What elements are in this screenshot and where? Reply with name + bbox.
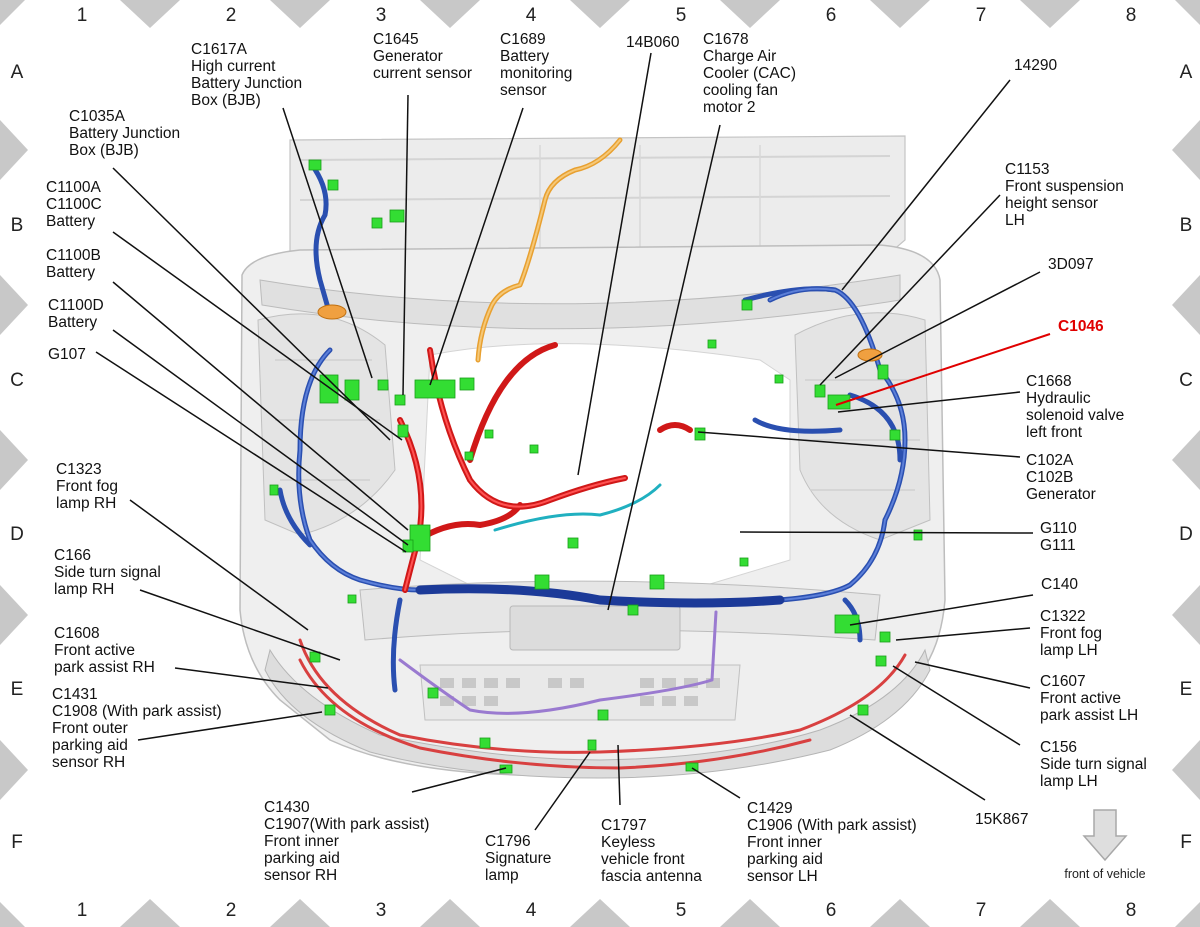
grid-row-d-left: D [10, 524, 24, 545]
label-c1797: C1797 Keyless vehicle front fascia anten… [601, 817, 702, 885]
label-c1153: C1153 Front suspension height sensor LH [1005, 161, 1128, 229]
label-c1323: C1323 Front fog lamp RH [56, 461, 122, 512]
grid-col-7-top: 7 [976, 5, 987, 26]
label-c1046: C1046 [1058, 318, 1104, 335]
grid-row-a-left: A [11, 62, 24, 83]
label-g107: G107 [48, 346, 86, 363]
label-c1608: C1608 Front active park assist RH [54, 625, 155, 676]
label-c1796: C1796 Signature lamp [485, 833, 556, 884]
label-c1431: C1431 C1908 (With park assist) Front out… [52, 686, 226, 771]
label-c140: C140 [1041, 576, 1078, 593]
grid-row-e-left: E [11, 679, 24, 700]
grid-col-7-bottom: 7 [976, 900, 987, 921]
grid-col-1-top: 1 [77, 5, 88, 26]
grid-col-4-bottom: 4 [526, 900, 537, 921]
label-g110: G110 G111 [1040, 520, 1081, 554]
vehicle-body [239, 135, 946, 779]
grid-col-3-top: 3 [376, 5, 387, 26]
label-c1100a: C1100A C1100C Battery [46, 179, 106, 230]
grid-row-e-right: E [1180, 679, 1193, 700]
wiring-harnesses [277, 137, 908, 770]
grid-row-a-right: A [1180, 62, 1193, 83]
grid-col-6-top: 6 [826, 5, 837, 26]
grid-row-c-right: C [1179, 370, 1193, 391]
grid-row-b-right: B [1180, 215, 1193, 236]
label-c1430: C1430 C1907(With park assist) Front inne… [264, 799, 434, 884]
down-arrow-icon [1082, 809, 1128, 862]
grommets [317, 304, 883, 362]
front-of-vehicle-indicator: front of vehicle [1064, 809, 1146, 881]
grid-col-3-bottom: 3 [376, 900, 387, 921]
label-c1429: C1429 C1906 (With park assist) Front inn… [747, 800, 921, 885]
grid-col-2-bottom: 2 [226, 900, 237, 921]
label-c1617a: C1617A High current Battery Junction Box… [191, 41, 306, 109]
grid-row-f-left: F [11, 832, 23, 853]
grid-col-4-top: 4 [526, 5, 537, 26]
grid-col-8-top: 8 [1126, 5, 1137, 26]
label-3d097: 3D097 [1048, 256, 1094, 273]
label-c1689: C1689 Battery monitoring sensor [500, 31, 577, 99]
grid-row-f-right: F [1180, 832, 1192, 853]
c1046-leader-line [835, 333, 1051, 406]
grid-col-6-bottom: 6 [826, 900, 837, 921]
connectors [269, 159, 923, 774]
label-15k867: 15K867 [975, 811, 1028, 828]
label-c166: C166 Side turn signal lamp RH [54, 547, 165, 598]
grid-col-5-top: 5 [676, 5, 687, 26]
label-c1678: C1678 Charge Air Cooler (CAC) cooling fa… [703, 31, 800, 116]
label-c1607: C1607 Front active park assist LH [1040, 673, 1138, 724]
label-c1668: C1668 Hydraulic solenoid valve left fron… [1026, 373, 1129, 441]
grid-col-8-bottom: 8 [1126, 900, 1137, 921]
label-c1100b: C1100B Battery [46, 247, 105, 281]
grid-row-d-right: D [1179, 524, 1193, 545]
label-c102a: C102A C102B Generator [1026, 452, 1096, 503]
grid-col-1-bottom: 1 [77, 900, 88, 921]
label-14290: 14290 [1014, 57, 1057, 74]
grid-col-5-bottom: 5 [676, 900, 687, 921]
label-c1100d: C1100D Battery [48, 297, 108, 331]
leader-lines [95, 52, 1041, 831]
label-c1645: C1645 Generator current sensor [373, 31, 472, 82]
grid-col-2-top: 2 [226, 5, 237, 26]
label-c1035a: C1035A Battery Junction Box (BJB) [69, 108, 184, 159]
grid-row-b-left: B [11, 215, 24, 236]
front-of-vehicle-label: front of vehicle [1064, 867, 1145, 881]
grid-row-c-left: C [10, 370, 24, 391]
label-c156: C156 Side turn signal lamp LH [1040, 739, 1151, 790]
label-c1322: C1322 Front fog lamp LH [1040, 608, 1106, 659]
label-14b060: 14B060 [626, 34, 680, 51]
callout-labels: C1617A High current Battery Junction Box… [46, 31, 1151, 885]
